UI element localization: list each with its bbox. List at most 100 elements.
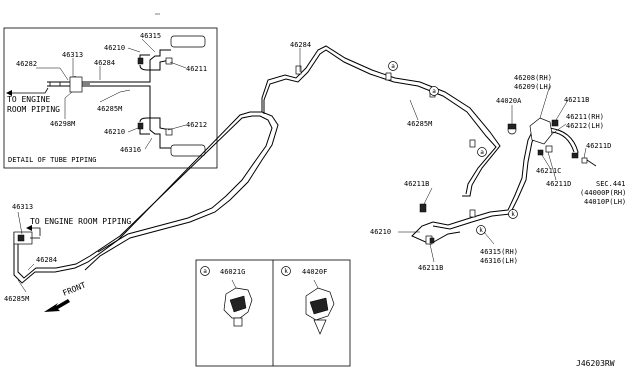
- front-junction-fitting: [17, 234, 25, 242]
- clip-46211b-lower-dark: [429, 237, 435, 244]
- engine-arrow-icon: [6, 90, 12, 96]
- detail-fitting-upper-r: [165, 57, 173, 65]
- legend-k-circle: [281, 266, 291, 276]
- callout-k-1-text: k: [511, 211, 515, 218]
- label-46298m: 46298M: [50, 120, 75, 128]
- legend-k-leader: [313, 279, 319, 289]
- clip-44020f-pin: [313, 319, 327, 335]
- legend-a-symbol: a: [203, 268, 207, 275]
- label-main-46284: 46284: [290, 41, 311, 49]
- leader-46211b-lower: [429, 243, 435, 263]
- leader-46298m: [64, 91, 73, 119]
- callout-a-3-text: a: [480, 149, 484, 156]
- leader-46211d-lower: [547, 151, 557, 181]
- label-46316-lh: 46316(LH): [480, 257, 518, 265]
- detail-hose-lower: [139, 117, 171, 135]
- label-room-piping: ROOM PIPING: [7, 105, 60, 114]
- clip-46021g-base: [233, 317, 243, 327]
- detail-fitting-lower: [137, 122, 144, 130]
- bracket-46208: [529, 117, 553, 145]
- tube-clip-5: [295, 65, 302, 75]
- detail-of-tube-piping: 46313 46315 46282 46210 46284 46211 TO E…: [3, 13, 218, 169]
- label-44000p: (44000P(RH): [580, 189, 626, 197]
- detail-caption: DETAIL OF TUBE PIPING: [8, 156, 97, 164]
- label-46210: 46210: [370, 228, 391, 236]
- tube-clip-1: [385, 72, 392, 81]
- lower-rear-line-a: [432, 125, 541, 226]
- leader-46211-rh: [551, 123, 567, 135]
- callout-k-1: [508, 209, 518, 219]
- label-to-engine: TO ENGINE: [7, 95, 51, 104]
- label-front: FRONT: [61, 280, 87, 297]
- legend-k-part: 44020F: [302, 268, 327, 276]
- tube-clip-4: [469, 209, 476, 218]
- rear-flex-hose-rh-inner: [551, 131, 575, 153]
- front-to-rear-line-inner: [17, 115, 273, 279]
- leader-46210a: [127, 47, 141, 53]
- legend-boxes: a 46021G k 44020F: [195, 259, 351, 367]
- rear-flex-hose-rh: [547, 127, 579, 159]
- label-46211-rh: 46211(RH): [566, 113, 604, 121]
- leader-46211b-mid: [423, 187, 433, 205]
- label-46211d-lower: 46211D: [546, 180, 571, 188]
- label-46212: 46212: [186, 121, 207, 129]
- legend-a-circle: [200, 266, 210, 276]
- detail-hose-upper: [139, 54, 171, 71]
- leader-main-46285m: [409, 99, 419, 121]
- legend-k-symbol: k: [284, 268, 288, 275]
- upper-rear-line-b: [263, 49, 497, 195]
- leader-46316: [144, 137, 153, 150]
- bolt-44020a-head: [507, 123, 517, 130]
- left-engine-leader: [30, 227, 41, 236]
- leader-left-46285m: [17, 279, 27, 293]
- callout-a-1-text: a: [391, 63, 395, 70]
- main-tube-routing: a a a k k 46284 46285M 46208(RH) 46209(L…: [4, 41, 626, 312]
- callout-k-2: [476, 225, 486, 235]
- label-46212-lh: 46212(LH): [566, 122, 604, 130]
- label-left-46285m: 46285M: [4, 295, 29, 303]
- leader-46212: [167, 124, 187, 131]
- label-46211b-lower: 46211B: [418, 264, 443, 272]
- detail-box-border: [3, 27, 218, 169]
- leader-46282: [36, 67, 69, 81]
- callout-a-2: [429, 86, 439, 96]
- clip-46211b-upper: [551, 119, 559, 127]
- detail-fitting-lower-r: [165, 128, 173, 136]
- label-46313: 46313: [62, 51, 83, 59]
- label-46211b-mid: 46211B: [404, 180, 429, 188]
- label-46285m: 46285M: [97, 105, 122, 113]
- leader-46315: [483, 231, 495, 245]
- label-to-engine-room-piping: TO ENGINE ROOM PIPING: [30, 217, 131, 226]
- label-46315: 46315: [140, 32, 161, 40]
- leader-46211: [169, 61, 187, 69]
- front-arrow-icon: [44, 299, 70, 312]
- callout-a-1: [388, 61, 398, 71]
- label-46209-lh: 46209(LH): [514, 83, 552, 91]
- label-44020a: 44020A: [496, 97, 522, 105]
- lower-rear-line-b: [432, 129, 539, 230]
- callout-a-2-text: a: [432, 88, 436, 95]
- label-46282: 46282: [16, 60, 37, 68]
- engine-leader: [8, 87, 49, 94]
- detail-fitting-upper: [137, 57, 144, 65]
- sec441-leader: [586, 159, 597, 167]
- detail-tube-lower: [47, 85, 171, 149]
- label-46211: 46211: [186, 65, 207, 73]
- detail-junction-block: [69, 76, 83, 93]
- left-engine-arrow-icon: [26, 225, 32, 231]
- callout-k-2-text: k: [479, 227, 483, 234]
- leader-46211d-right: [583, 147, 587, 159]
- fitting-46211d-lower: [581, 157, 588, 164]
- hose-end-fitting: [571, 152, 579, 159]
- leader-46210b: [127, 127, 139, 133]
- label-46210-upper: 46210: [104, 44, 125, 52]
- rear-tire-lower: [170, 144, 206, 157]
- label-left-46284: 46284: [36, 256, 57, 264]
- label-main-46285m: 46285M: [407, 120, 432, 128]
- leader-46208: [539, 84, 551, 119]
- label-46208-rh: 46208(RH): [514, 74, 552, 82]
- legend-a-part: 46021G: [220, 268, 245, 276]
- fitting-46211d-upper: [545, 145, 553, 153]
- leader-46285m: [99, 89, 131, 103]
